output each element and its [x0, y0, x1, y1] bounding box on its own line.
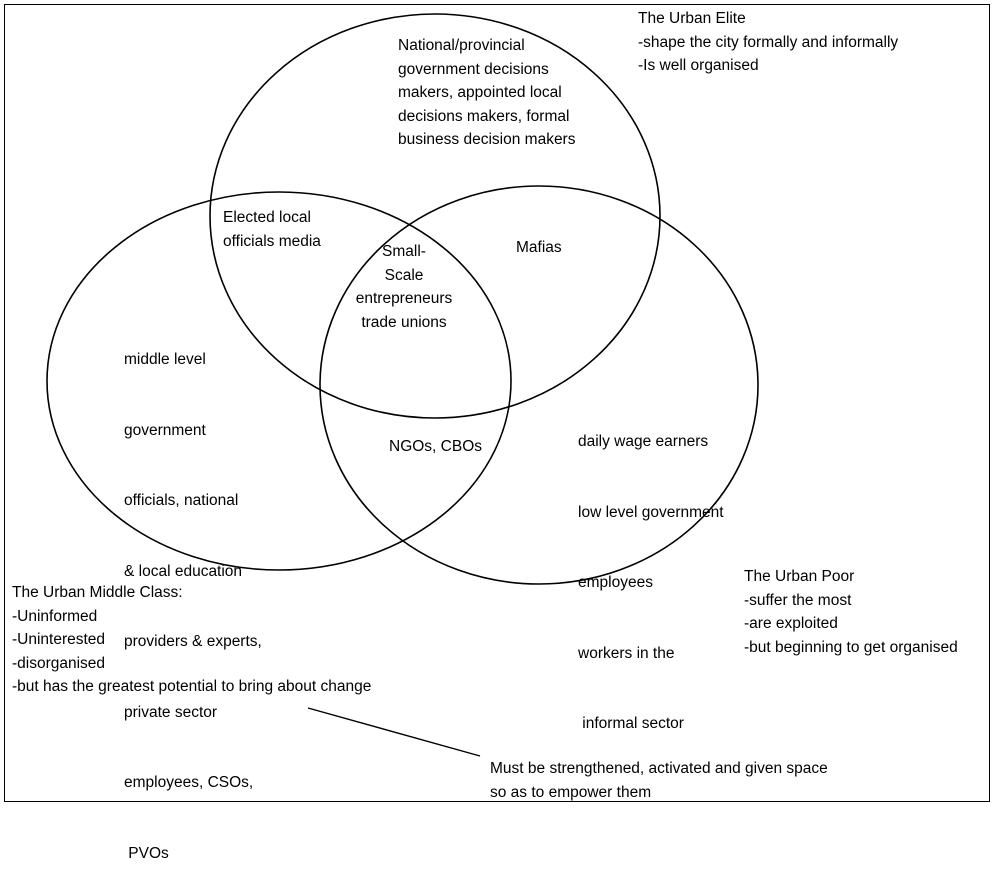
region-elite-only: National/provincial government decisions… — [398, 34, 575, 152]
elite-group-label: The Urban Elite -shape the city formally… — [638, 7, 898, 78]
middle-class-trait: -Uninterested — [12, 631, 106, 648]
diagram-frame — [4, 4, 990, 802]
callout-line-text: Must be strengthened, activated and give… — [490, 760, 828, 777]
region-middle-poor: NGOs, CBOs — [389, 435, 482, 459]
region-poor-only: daily wage earners low level government … — [578, 383, 724, 759]
region-elite-middle: Elected local officials media — [223, 206, 321, 253]
callout-line-text: so as to empower them — [490, 783, 652, 801]
region-text-line: officials, national — [124, 492, 239, 509]
poor-circle — [319, 185, 759, 585]
middle-class-heading: The Urban Middle Class: — [12, 584, 183, 601]
region-text-line: informal sector — [578, 715, 684, 732]
middle-class-trait: -but has the greatest potential to bring… — [12, 678, 372, 695]
middle-class-trait: -disorganised — [12, 654, 106, 672]
region-text-line: National/provincial — [398, 37, 525, 54]
region-middle-only: middle level government officials, natio… — [124, 301, 262, 889]
region-text-line: makers, appointed local — [398, 84, 562, 101]
callout-note: Must be strengthened, activated and give… — [490, 757, 828, 804]
region-text-line: trade unions — [361, 313, 447, 331]
region-text-line: Scale — [384, 266, 424, 284]
region-text-line: PVOs — [124, 844, 169, 862]
region-text-line: entrepreneurs — [355, 290, 453, 307]
venn-diagram — [46, 13, 759, 757]
elite-trait: -shape the city formally and informally — [638, 33, 899, 51]
region-text-line: NGOs, CBOs — [389, 438, 483, 455]
callout-connector-line — [307, 707, 481, 757]
poor-trait: -suffer the most — [744, 591, 852, 609]
region-text-line: Elected local — [223, 209, 311, 226]
region-text-line: workers in the — [578, 644, 675, 662]
elite-trait: -Is well organised — [638, 57, 759, 74]
middle-class-circle — [46, 191, 512, 571]
region-text-line: Small- — [382, 243, 426, 260]
poor-heading: The Urban Poor — [744, 568, 855, 585]
region-elite-poor: Mafias — [516, 236, 562, 260]
region-text-line: low level government — [578, 503, 724, 521]
region-text-line: officials media — [223, 232, 321, 250]
region-text-line: business decision makers — [398, 131, 576, 148]
poor-trait: -but beginning to get organised — [744, 638, 958, 656]
elite-circle — [209, 13, 661, 419]
region-text-line: government decisions — [398, 60, 549, 78]
region-all-three: Small- Scale entrepreneurs trade unions — [344, 240, 464, 334]
middle-class-trait: -Uninformed — [12, 607, 98, 625]
middle-class-group-label: The Urban Middle Class: -Uninformed -Uni… — [12, 581, 371, 699]
region-text-line: employees — [578, 574, 653, 591]
region-text-line: private sector — [124, 703, 218, 721]
region-text-line: & local education — [124, 562, 243, 580]
region-text-line: providers & experts, — [124, 633, 262, 650]
region-text-line: Mafias — [516, 239, 562, 256]
region-text-line: government — [124, 421, 206, 439]
region-text-line: decisions makers, formal — [398, 107, 570, 125]
elite-heading: The Urban Elite — [638, 10, 746, 27]
region-text-line: employees, CSOs, — [124, 774, 254, 791]
poor-trait: -are exploited — [744, 615, 838, 632]
region-text-line: daily wage earners — [578, 433, 709, 450]
region-text-line: middle level — [124, 351, 206, 368]
poor-group-label: The Urban Poor -suffer the most -are exp… — [744, 565, 958, 659]
